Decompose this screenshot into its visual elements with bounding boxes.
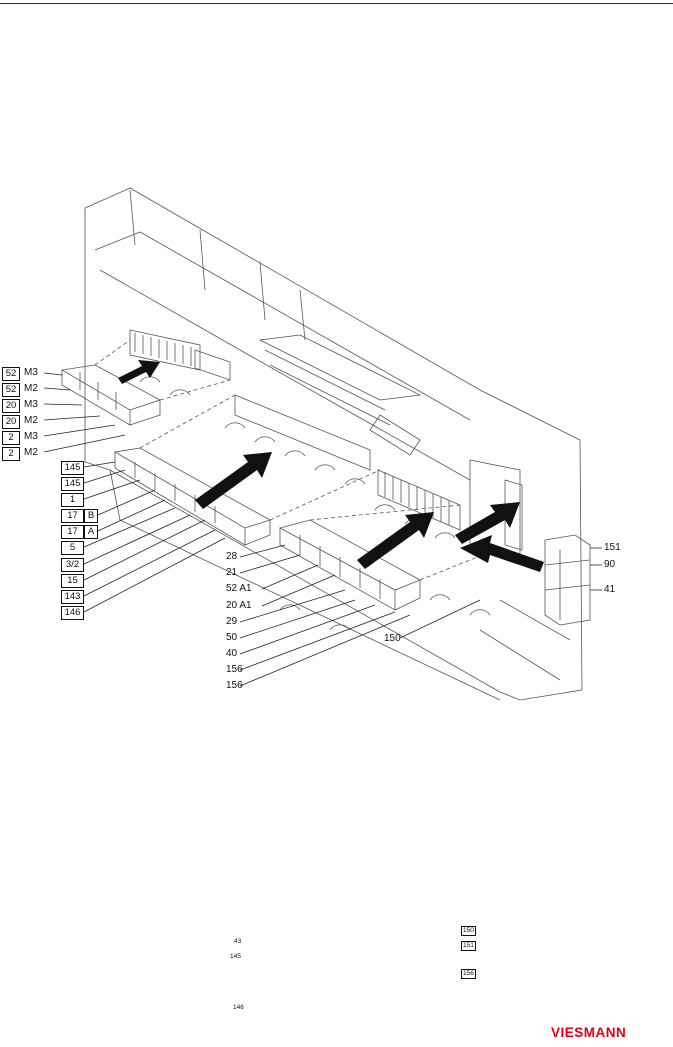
footer-ref-box: 151 bbox=[461, 941, 476, 951]
callout-box: 143 bbox=[61, 590, 84, 604]
callout-label: 156 bbox=[226, 680, 243, 691]
callout-box: 17 bbox=[61, 509, 84, 523]
callout-label: 151 bbox=[604, 542, 621, 553]
insertion-arrows bbox=[118, 360, 544, 572]
callout-label: 28 bbox=[226, 551, 238, 562]
callout-code: M2 bbox=[24, 383, 38, 394]
callout-label: 40 bbox=[226, 648, 238, 659]
callout-box: 17 bbox=[61, 525, 84, 539]
callout-box: 15 bbox=[61, 574, 84, 588]
arrow-4 bbox=[455, 502, 520, 544]
callout-box: 1 bbox=[61, 493, 84, 507]
callout-label: 41 bbox=[604, 584, 616, 595]
footer-ref: 145 bbox=[230, 953, 241, 960]
callout-label: 20 A1 bbox=[226, 600, 252, 611]
callout-label: 52 A1 bbox=[226, 583, 252, 594]
callout-code: M3 bbox=[24, 399, 38, 410]
callout-label: 150 bbox=[384, 633, 401, 644]
callout-box: 20 bbox=[2, 399, 20, 413]
callout-box: 20 bbox=[2, 415, 20, 429]
callout-box: 145 bbox=[61, 461, 84, 475]
footer-ref-box: 150 bbox=[461, 926, 476, 936]
footer-ref: 43 bbox=[234, 938, 242, 945]
callout-box: 3/2 bbox=[61, 558, 84, 572]
callout-code-box: B bbox=[84, 509, 98, 523]
arrow-5 bbox=[460, 535, 544, 572]
arrow-3 bbox=[357, 512, 434, 569]
plug-group-left-top bbox=[60, 364, 162, 426]
callout-code: M2 bbox=[24, 415, 38, 426]
callout-label: 90 bbox=[604, 559, 616, 570]
callout-label: 156 bbox=[226, 664, 243, 675]
plug-group-right bbox=[544, 534, 591, 626]
callout-label: 29 bbox=[226, 616, 238, 627]
callout-box: 52 bbox=[2, 383, 20, 397]
arrow-1 bbox=[118, 360, 160, 384]
callout-box: 2 bbox=[2, 447, 20, 461]
housing-outline bbox=[84, 187, 583, 701]
callout-code: M2 bbox=[24, 447, 38, 458]
terminal-strip-upper bbox=[129, 329, 201, 371]
callout-label: 50 bbox=[226, 632, 238, 643]
brand-logo: VIESMANN bbox=[551, 1025, 627, 1040]
callout-code-box: A bbox=[84, 525, 98, 539]
callout-box: 146 bbox=[61, 606, 84, 620]
callout-box: 5 bbox=[61, 541, 84, 555]
callout-code: M3 bbox=[24, 431, 38, 442]
callout-code: M3 bbox=[24, 367, 38, 378]
arrow-2 bbox=[195, 452, 272, 509]
footer-ref-box: 156 bbox=[461, 969, 476, 979]
callout-box: 145 bbox=[61, 477, 84, 491]
header-rule bbox=[0, 3, 673, 4]
callout-box: 52 bbox=[2, 367, 20, 381]
callout-label: 21 bbox=[226, 567, 238, 578]
callout-box: 2 bbox=[2, 431, 20, 445]
footer-ref: 146 bbox=[233, 1004, 244, 1011]
plug-group-left-mid bbox=[113, 447, 272, 546]
